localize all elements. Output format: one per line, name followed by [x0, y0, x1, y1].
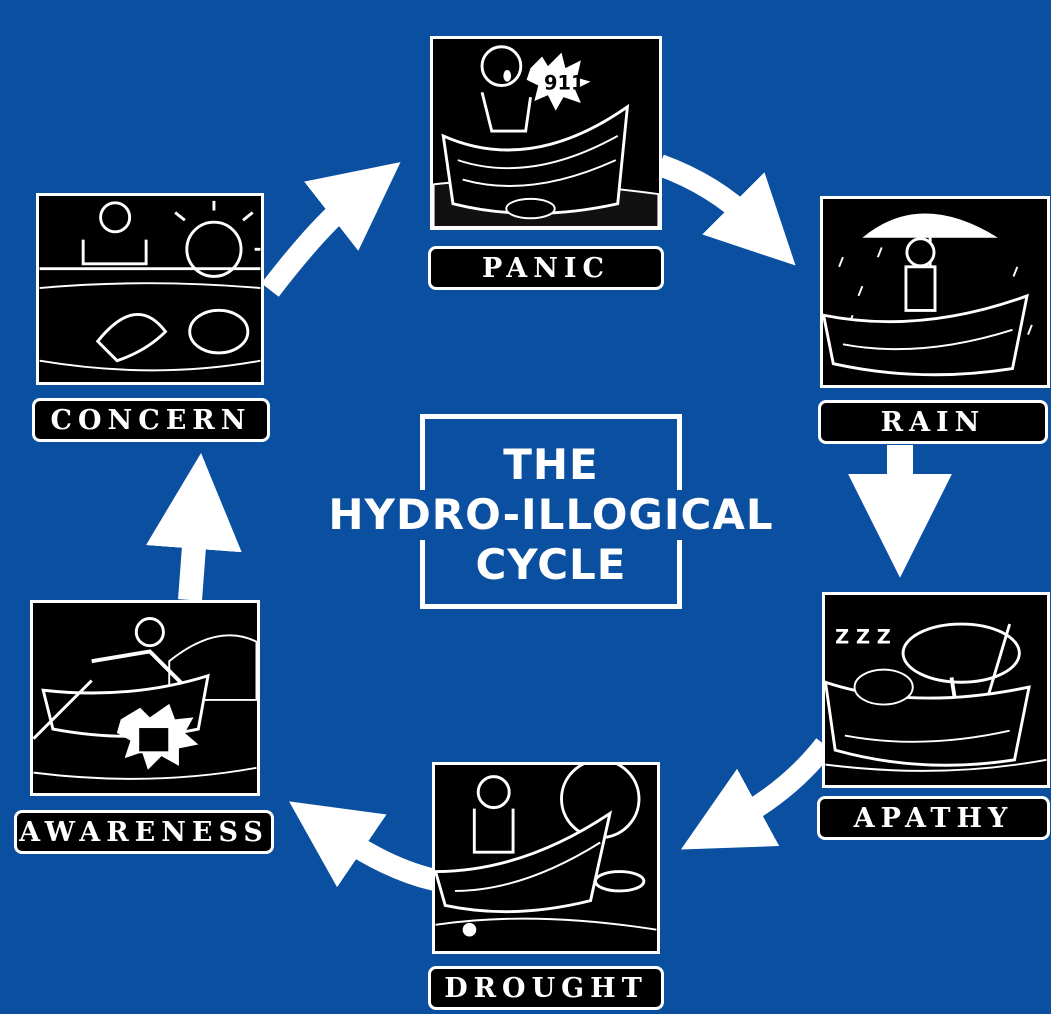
panel-rain-illustration [820, 196, 1050, 388]
panic-911-text: 911 [544, 71, 584, 94]
title-line-1: THE [491, 440, 611, 490]
label-awareness: AWARENESS [14, 810, 274, 854]
label-concern: CONCERN [32, 398, 270, 442]
apathy-z-text: Z Z Z [835, 625, 891, 648]
panel-apathy-illustration: Z Z Z [822, 592, 1050, 788]
title-line-2: HYDRO-ILLOGICAL [300, 490, 802, 540]
panel-concern-illustration [36, 193, 264, 385]
label-apathy: APATHY [817, 796, 1050, 840]
title-line-3: CYCLE [456, 540, 646, 590]
panel-awareness-illustration [30, 600, 260, 796]
panel-drought-illustration [432, 762, 660, 954]
arrow-concern-to-panic [270, 200, 352, 290]
arrow-apathy-to-drought [735, 745, 825, 820]
diagram-title: THE HYDRO-ILLOGICAL CYCLE [300, 440, 802, 590]
label-panic: PANIC [428, 246, 664, 290]
arrow-awareness-to-concern [190, 520, 196, 600]
label-drought: DROUGHT [428, 966, 664, 1010]
arrow-drought-to-awareness [340, 836, 435, 880]
panel-panic-illustration: 911 [430, 36, 662, 230]
arrow-panic-to-rain [660, 165, 752, 222]
label-rain: RAIN [818, 400, 1048, 444]
